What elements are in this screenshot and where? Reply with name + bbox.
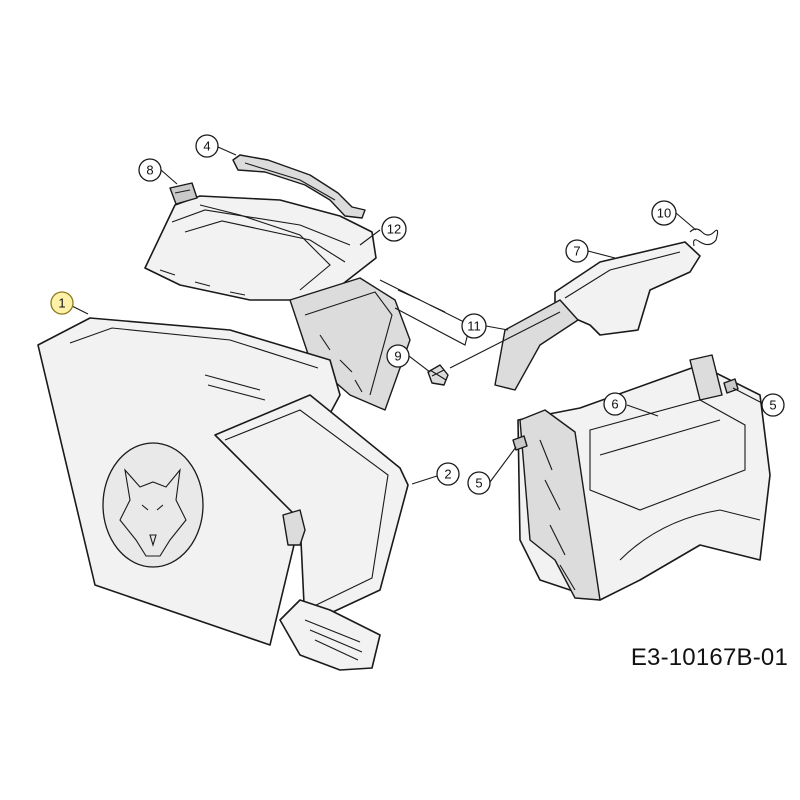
- svg-text:4: 4: [203, 139, 210, 154]
- part-chute-housing: [517, 354, 771, 601]
- svg-text:11: 11: [467, 319, 481, 334]
- callout-2: 2: [436, 462, 460, 486]
- part-cover-plate: [169, 182, 198, 205]
- svg-text:2: 2: [444, 467, 451, 482]
- wolf-head-logo: [102, 442, 204, 568]
- callout-5-left: 5: [467, 471, 491, 495]
- callout-8: 8: [138, 158, 162, 182]
- drawing-number: E3-10167B-01: [630, 644, 788, 671]
- callout-6: 6: [603, 392, 627, 416]
- part-rear-flap: [494, 241, 701, 391]
- part-carry-handle: [232, 154, 366, 219]
- callout-7: 7: [565, 239, 589, 263]
- svg-text:7: 7: [573, 244, 580, 259]
- svg-text:1: 1: [58, 296, 65, 311]
- part-clip-left: [512, 435, 528, 451]
- callout-4: 4: [195, 134, 219, 158]
- svg-text:5: 5: [475, 476, 482, 491]
- callout-1: 1: [50, 291, 74, 315]
- svg-text:12: 12: [387, 222, 401, 237]
- svg-text:8: 8: [146, 163, 153, 178]
- part-flap-axle: [449, 311, 561, 369]
- svg-text:5: 5: [769, 398, 776, 413]
- part-torsion-spring: [689, 228, 719, 247]
- callout-5-right: 5: [761, 393, 785, 417]
- callout-11: 11: [461, 313, 487, 339]
- part-clip-right: [723, 378, 739, 394]
- callout-10: 10: [651, 200, 677, 226]
- leader-lines: [71, 146, 763, 485]
- callout-9: 9: [386, 344, 410, 368]
- part-torsion-spring-small: [427, 364, 449, 386]
- callout-12: 12: [381, 216, 407, 242]
- svg-text:6: 6: [611, 397, 618, 412]
- part-bag-frame: [214, 394, 409, 671]
- svg-text:10: 10: [657, 206, 671, 221]
- svg-text:9: 9: [394, 349, 401, 364]
- part-bag-top-cover: [144, 195, 471, 411]
